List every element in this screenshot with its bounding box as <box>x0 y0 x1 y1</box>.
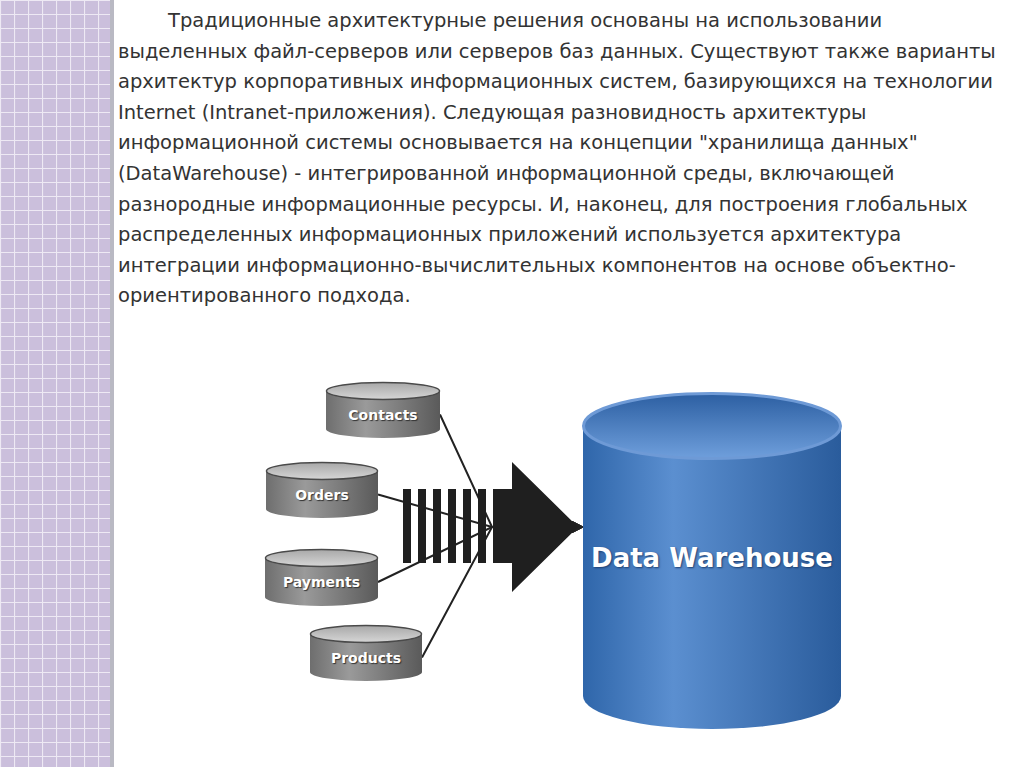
source-cylinder: Orders <box>266 462 378 518</box>
body-paragraph: Традиционные архитектурные решения основ… <box>118 6 1003 312</box>
cylinder-body <box>583 426 841 729</box>
text-holder: Data Warehouse <box>583 459 841 656</box>
source-cylinder: Payments <box>265 549 378 606</box>
arrow-stripe <box>463 489 471 563</box>
arrow-stripe <box>448 489 456 563</box>
cylinder-top <box>311 626 422 643</box>
arrow-stripe <box>403 489 411 563</box>
text-holder: Contacts <box>326 400 440 429</box>
cylinder-top <box>267 463 378 480</box>
arrow-stripe <box>478 489 486 563</box>
source-cylinder: Contacts <box>326 382 440 438</box>
arrow-stripe <box>418 489 426 563</box>
grid-strip <box>0 0 110 767</box>
cylinder-top <box>327 383 440 400</box>
cylinder-label: Products <box>331 650 401 666</box>
arrow-head <box>493 462 578 592</box>
cylinder-label: Contacts <box>348 407 417 423</box>
strip-border <box>110 0 114 767</box>
warehouse-cylinder: Data Warehouse <box>583 393 841 729</box>
cylinder-label: Data Warehouse <box>591 543 833 573</box>
cylinder-top <box>266 550 378 567</box>
cylinder-label: Orders <box>295 487 349 503</box>
cylinder-label: Payments <box>283 574 360 590</box>
text-holder: Payments <box>265 567 378 597</box>
text-holder: Orders <box>266 480 378 509</box>
cylinder-top <box>584 394 841 459</box>
text-holder: Products <box>310 643 422 672</box>
source-cylinder: Products <box>310 625 422 681</box>
arrow-stripe <box>433 489 441 563</box>
